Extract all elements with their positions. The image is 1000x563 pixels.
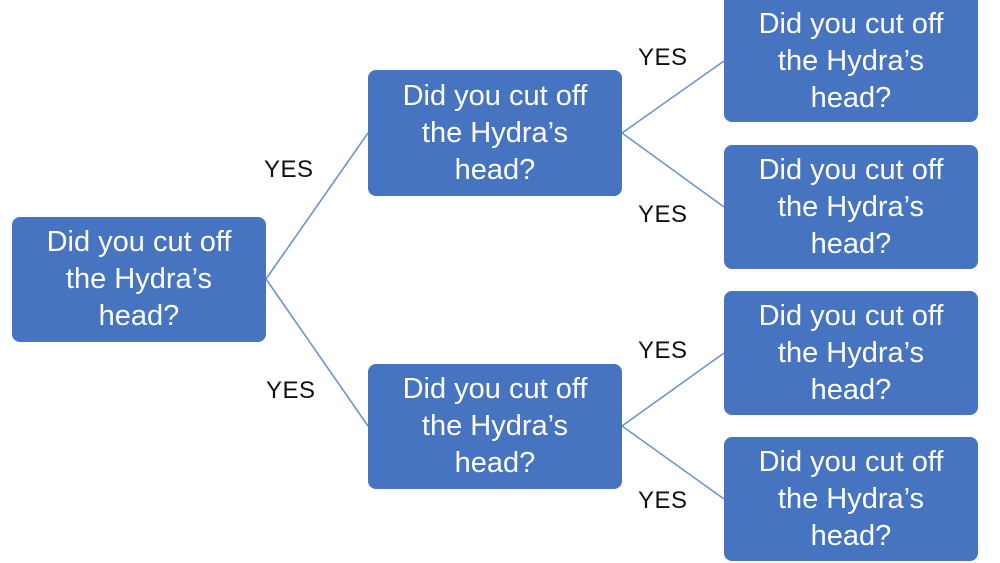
node-level2-second-question: Did you cut off the Hydra’s head? <box>724 145 978 269</box>
node-level1-upper-question: Did you cut off the Hydra’s head? <box>368 70 622 196</box>
connector-root-to-b <box>265 278 369 427</box>
node-level2-third-question: Did you cut off the Hydra’s head? <box>724 291 978 415</box>
connector-b-to-b2 <box>621 425 725 500</box>
edge-label-b-to-b1: YES <box>638 337 688 364</box>
connector-root-to-a <box>265 132 369 280</box>
edge-label-b-to-b2: YES <box>638 487 688 514</box>
connector-a-to-a2 <box>621 132 725 208</box>
node-level1-lower-question: Did you cut off the Hydra’s head? <box>368 364 622 489</box>
connector-b-to-b1 <box>621 352 725 427</box>
edge-label-a-to-a2: YES <box>638 201 688 228</box>
edge-label-root-to-b: YES <box>266 377 316 404</box>
edge-label-root-to-a: YES <box>264 156 314 183</box>
edge-label-a-to-a1: YES <box>638 44 688 71</box>
connector-a-to-a1 <box>621 60 725 134</box>
node-root-question: Did you cut off the Hydra’s head? <box>12 217 266 342</box>
node-level2-first-question: Did you cut off the Hydra’s head? <box>724 0 978 122</box>
node-level2-fourth-question: Did you cut off the Hydra’s head? <box>724 437 978 561</box>
